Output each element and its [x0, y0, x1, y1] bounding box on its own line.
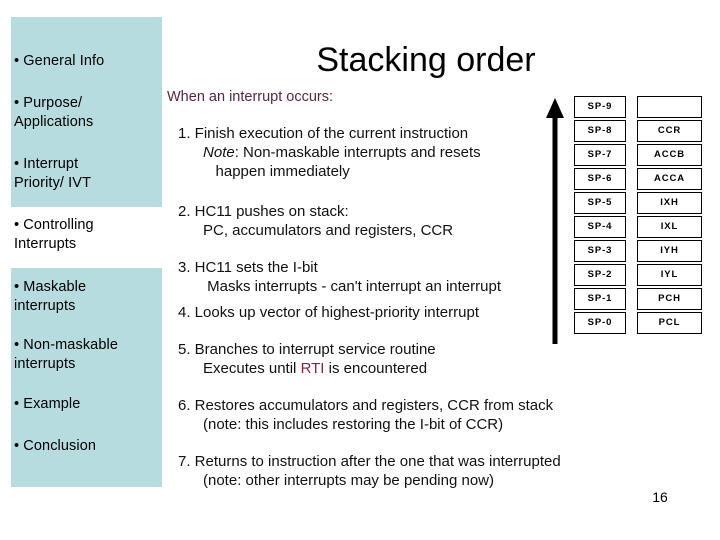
stack-address-cell: SP-4: [574, 216, 626, 238]
step-line: 2. HC11 pushes on stack:: [178, 203, 349, 220]
step-line: PC, accumulators and registers, CCR: [178, 222, 454, 239]
page-number: 16: [652, 489, 668, 505]
sidebar-item-label: • Purpose/ Applications: [14, 95, 94, 130]
stack-register-cell: IYL: [637, 264, 702, 286]
sidebar-item-7[interactable]: • Conclusion: [14, 437, 160, 456]
page-title: Stacking order: [316, 41, 536, 79]
step-7: 7. Returns to instruction after the one …: [178, 452, 561, 490]
step-text: is encountered: [324, 360, 428, 377]
stack-address-cell: SP-6: [574, 168, 626, 190]
sidebar-item-label: • General Info: [14, 53, 105, 69]
up-arrow-icon: [546, 98, 564, 344]
stack-register-cell: IYH: [637, 240, 702, 262]
step-1: 1. Finish execution of the current instr…: [178, 124, 481, 181]
stack-address-cell: SP-3: [574, 240, 626, 262]
stack-address-cell: SP-1: [574, 288, 626, 310]
sidebar-item-label: • Maskable interrupts: [14, 279, 87, 314]
step-5: 5. Branches to interrupt service routine…: [178, 340, 436, 378]
stack-address-cell: SP-5: [574, 192, 626, 214]
stack-register-cell: ACCB: [637, 144, 702, 166]
step-line: 3. HC11 sets the I-bit: [178, 259, 318, 276]
step-text: Executes until: [178, 360, 301, 377]
sidebar-item-1[interactable]: • Purpose/ Applications: [14, 94, 160, 132]
step-4: 4. Looks up vector of highest-priority i…: [178, 303, 479, 322]
step-line: (note: other interrupts may be pending n…: [178, 472, 495, 489]
sidebar-item-4[interactable]: • Maskable interrupts: [14, 278, 160, 316]
step-2: 2. HC11 pushes on stack: PC, accumulator…: [178, 202, 453, 240]
body-lead-text: When an interrupt occurs:: [167, 89, 334, 105]
stack-register-cell: IXL: [637, 216, 702, 238]
sidebar-item-label: • Conclusion: [14, 438, 97, 454]
stack-address-cell: SP-9: [574, 96, 626, 118]
step-line: (note: this includes restoring the I-bit…: [178, 416, 504, 433]
stack-address-cell: SP-7: [574, 144, 626, 166]
stack-register-cell: PCL: [637, 312, 702, 334]
stack-register-cell: IXH: [637, 192, 702, 214]
sidebar-item-3[interactable]: • Controlling Interrupts: [14, 216, 160, 254]
stack-address-cell: SP-8: [574, 120, 626, 142]
sidebar-item-0[interactable]: • General Info: [14, 52, 160, 71]
step-line: Note: Non-maskable interrupts and resets: [178, 143, 481, 162]
sidebar-item-2[interactable]: • Interrupt Priority/ IVT: [14, 155, 160, 193]
step-keyword: RTI: [300, 360, 325, 377]
sidebar-item-5[interactable]: • Non-maskable interrupts: [14, 336, 160, 374]
step-text: [178, 144, 203, 161]
step-line: Masks interrupts - can't interrupt an in…: [178, 278, 501, 295]
step-line: 1. Finish execution of the current instr…: [178, 125, 469, 142]
step-3: 3. HC11 sets the I-bit Masks interrupts …: [178, 258, 501, 296]
sidebar-item-6[interactable]: • Example: [14, 395, 160, 414]
stack-register-cell: [637, 96, 702, 118]
step-text: : Non-maskable interrupts and resets: [234, 144, 481, 161]
stack-register-cell: CCR: [637, 120, 702, 142]
step-emphasis: Note: [203, 144, 235, 161]
step-line: Executes until RTI is encountered: [178, 359, 436, 378]
sidebar-item-label: • Example: [14, 396, 81, 412]
stack-register-cell: PCH: [637, 288, 702, 310]
step-line: 4. Looks up vector of highest-priority i…: [178, 304, 479, 321]
stack-address-cell: SP-0: [574, 312, 626, 334]
step-line: 6. Restores accumulators and registers, …: [178, 397, 554, 414]
step-line: 5. Branches to interrupt service routine: [178, 341, 436, 358]
step-6: 6. Restores accumulators and registers, …: [178, 396, 553, 434]
sidebar-item-label: • Controlling Interrupts: [14, 217, 94, 252]
step-line: 7. Returns to instruction after the one …: [178, 453, 561, 470]
stack-register-cell: ACCA: [637, 168, 702, 190]
step-line: happen immediately: [178, 163, 350, 180]
sidebar-item-label: • Non-maskable interrupts: [14, 337, 118, 372]
stack-address-cell: SP-2: [574, 264, 626, 286]
sidebar-item-label: • Interrupt Priority/ IVT: [14, 156, 92, 191]
sidebar-current-section-highlight: [11, 207, 162, 268]
